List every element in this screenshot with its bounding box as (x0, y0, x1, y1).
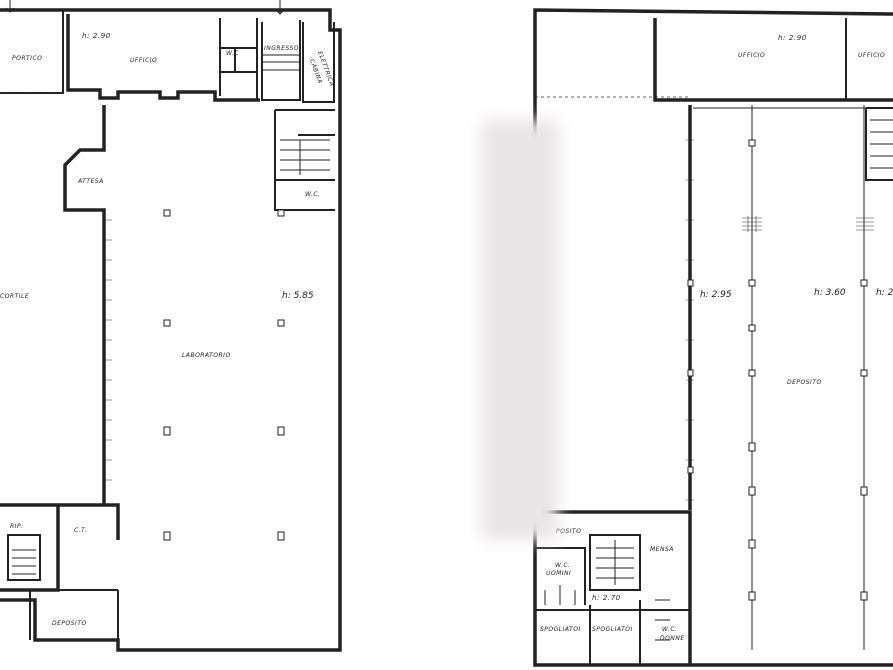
portico-wall (0, 10, 64, 94)
ingresso-steps (262, 54, 300, 71)
height-label-laboratorio: h: 5.85 (282, 291, 314, 301)
pillar (277, 209, 285, 217)
pillar (163, 319, 171, 327)
pillar (163, 209, 171, 217)
height-label-ufficio-1: h: 2.90 (778, 34, 807, 42)
room-label-portico: PORTICO (12, 55, 42, 62)
west-wall-hatching (104, 219, 112, 481)
pillar (163, 531, 171, 541)
ingresso-walls (261, 20, 301, 101)
height-label-right: h: 2 (876, 288, 893, 298)
left-outer-wall (0, 8, 342, 652)
room-label-wc-donne: W.C. (662, 626, 677, 633)
entrance-arrow-icon (275, 0, 285, 15)
height-label-spogliatoi: h: 2.70 (592, 594, 621, 602)
room-label-deposito: DEPOSITO (787, 379, 822, 386)
pillar (860, 591, 868, 601)
pillar (277, 531, 285, 541)
pillar (277, 426, 285, 436)
annex-walls (0, 503, 120, 592)
room-label-ufficio-2: UFFICIO (858, 52, 885, 59)
room-label-deposito: DEPOSITO (52, 620, 87, 627)
pillar (748, 442, 756, 452)
deposito-pillars (687, 139, 868, 601)
room-label-spogliatoi-2: SPOGLIATOI (592, 626, 633, 633)
laboratorio-west-wall (63, 105, 106, 505)
column-marker (856, 217, 874, 231)
column-marker (742, 216, 762, 232)
pillar (860, 486, 868, 496)
deposito-aisle-lines (693, 105, 893, 650)
height-label-mid: h: 3.60 (814, 288, 846, 298)
left-floor-plan: PORTICO h: 2.90 UFFICIO W.C INGRESSO CAB… (0, 0, 342, 652)
fixtures (544, 585, 670, 641)
deposito-walls (29, 589, 119, 640)
services-stairs (596, 540, 634, 585)
laboratorio-pillars (163, 209, 285, 541)
services-inner-walls (535, 534, 641, 605)
cabina-walls (302, 22, 335, 103)
annex-stair-box (7, 534, 41, 581)
room-label-wc-uomini: W.C. (555, 562, 570, 569)
pillar (748, 539, 756, 549)
room-label-ingresso: INGRESSO (264, 45, 299, 52)
annex-stairs (12, 549, 36, 575)
ufficio-block-wall (653, 18, 893, 102)
spogliatoi-walls (535, 600, 690, 665)
room-label-laboratorio: LABORATORIO (182, 352, 231, 359)
pillar (748, 324, 756, 332)
redaction-blur (482, 120, 558, 540)
right-stairs (870, 119, 893, 169)
pillar (748, 486, 756, 496)
wc-top-walls (220, 18, 258, 100)
room-label-cortile: CORTILE (0, 293, 29, 300)
pillar (163, 426, 171, 436)
services-block-wall (535, 510, 692, 665)
room-label-attesa: ATTESA (77, 178, 104, 185)
ufficio-wall (66, 14, 260, 102)
room-label-wc-donne-2: DONNE (660, 635, 685, 642)
room-label-wc-right: W.C. (305, 191, 320, 198)
pillar (860, 369, 868, 377)
entrance-arrow-icon (5, 0, 15, 13)
room-label-wc-top: W.C (226, 50, 239, 57)
pillar (748, 139, 756, 147)
room-label-mensa: MENSA (650, 546, 674, 553)
pillar (748, 279, 756, 287)
room-label-deposito-small: POSITO (556, 528, 581, 535)
pillar (748, 369, 756, 377)
pillar (687, 279, 694, 287)
height-label-ufficio: h: 2.90 (82, 32, 111, 40)
pillar (748, 591, 756, 601)
room-label-spogliatoi-1: SPOGLIATOI (540, 626, 581, 633)
right-stair-walls (865, 107, 893, 181)
height-label-left: h: 2.95 (700, 290, 732, 300)
room-label-rip: RIP. (10, 523, 23, 530)
right-floor-plan: h: 2.90 UFFICIO UFFICIO h: 2.95 h: 3.60 … (533, 8, 893, 667)
room-label-wc-uomini-2: UOMINI (546, 570, 571, 577)
service-column-walls (274, 109, 335, 211)
room-label-ufficio: UFFICIO (130, 57, 157, 64)
pillar (687, 369, 694, 377)
pillar (860, 279, 868, 287)
pillar (687, 466, 694, 474)
deposito-west-hatching (686, 139, 694, 501)
room-label-ufficio-1: UFFICIO (738, 52, 765, 59)
service-stairs (280, 139, 330, 175)
pillar (277, 319, 285, 327)
room-label-ct: C.T. (74, 527, 87, 534)
